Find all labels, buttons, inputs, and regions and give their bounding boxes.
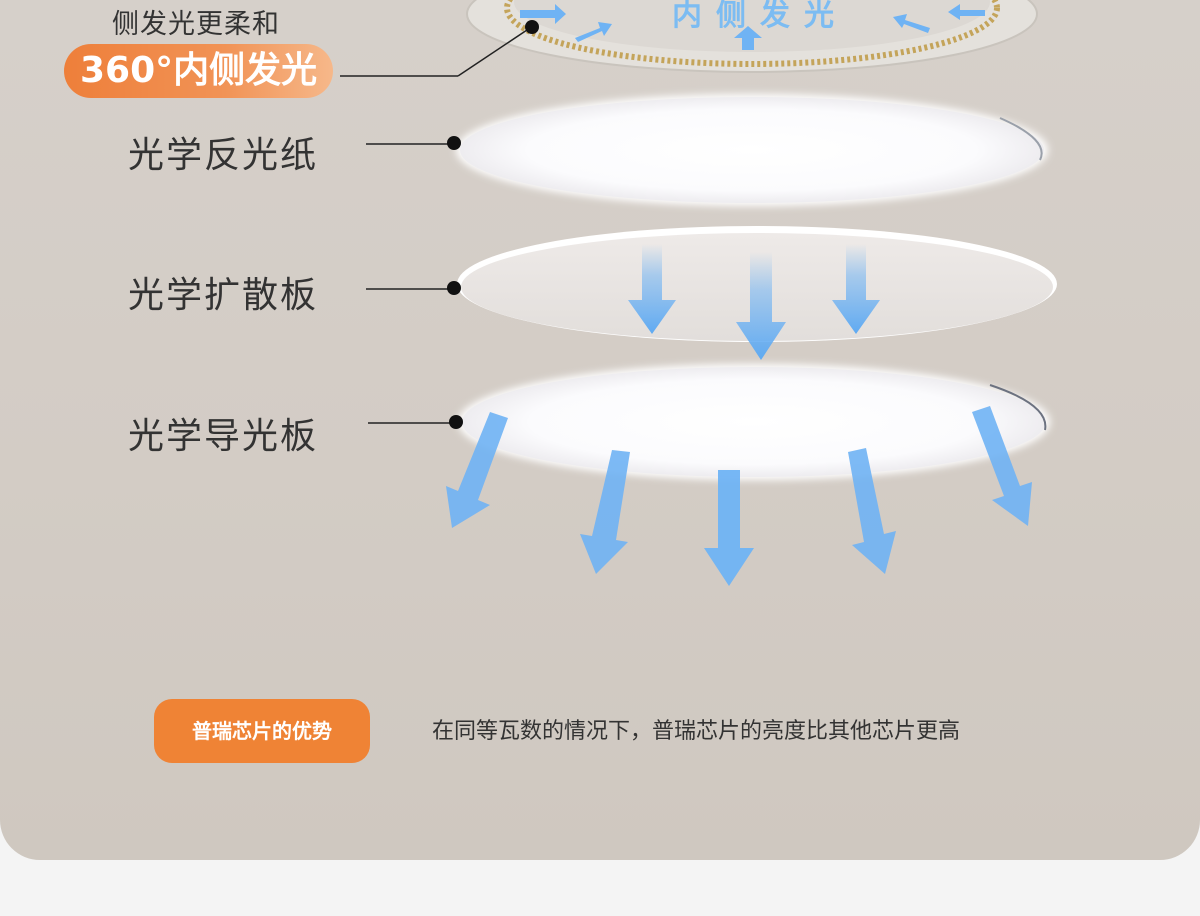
label-diffuser: 光学扩散板	[128, 275, 319, 316]
diffuser-arrows	[628, 244, 880, 360]
output-arrows	[446, 406, 1032, 586]
reflector-sheet	[456, 94, 1048, 206]
ring-arrows	[520, 4, 985, 50]
feature-pill: 360°内侧发光	[64, 44, 334, 98]
advantage-description: 在同等瓦数的情况下，普瑞芯片的亮度比其他芯片更高	[432, 719, 961, 744]
callout-lines	[340, 20, 539, 429]
light-structure-diagram	[340, 0, 1057, 586]
light-guide-plate	[458, 364, 1050, 480]
label-reflector: 光学反光纸	[128, 135, 319, 176]
advantage-badge: 普瑞芯片的优势	[154, 699, 370, 763]
side-light-caption: 侧发光更柔和	[112, 9, 280, 40]
product-panel: 内侧发光 侧发光更柔和 360°内侧发光 光学反光纸 光学扩散板 光学导光板 普…	[0, 0, 1200, 860]
ring-text: 内侧发光	[672, 0, 848, 33]
label-light-guide: 光学导光板	[128, 416, 319, 457]
